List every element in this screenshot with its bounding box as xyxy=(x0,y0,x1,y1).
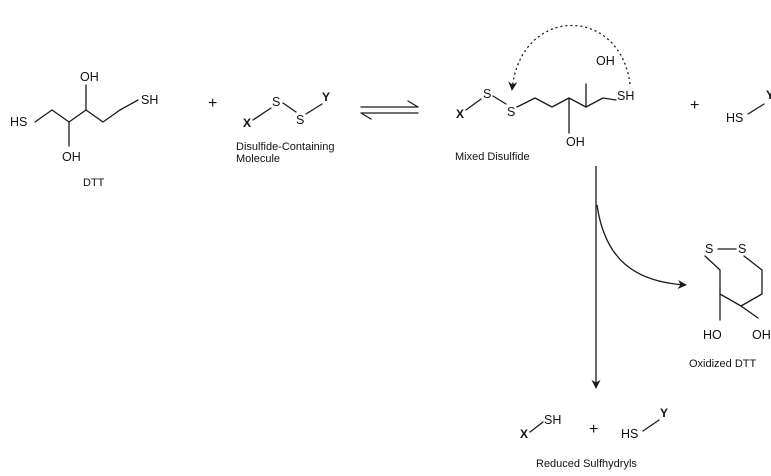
plus-sign-2: + xyxy=(690,97,699,114)
hs-y-bond xyxy=(747,103,765,115)
dtt-skeleton xyxy=(34,109,121,123)
plus-sign-1: + xyxy=(208,95,217,112)
disulfide-caption-1: Disulfide-Containing xyxy=(236,141,334,153)
plus-sign-3: + xyxy=(589,421,598,438)
disulfide-s2-label: S xyxy=(296,113,304,127)
hs-y-y-label: Y xyxy=(766,88,771,102)
dtt-oh-bottom-label: OH xyxy=(62,150,81,164)
side-release-arrow xyxy=(596,204,687,290)
mixed-oh-top-label: OH xyxy=(596,54,615,68)
mixed-s-s-bond xyxy=(492,95,507,105)
product-x-label: X xyxy=(520,427,528,441)
hs-y-molecule: HS Y xyxy=(726,88,771,125)
dtt-sh-label: SH xyxy=(141,93,158,107)
disulfide-s-y-bond xyxy=(305,103,323,115)
dtt-molecule: HS OH SH OH DTT xyxy=(10,70,158,189)
oxidized-ring xyxy=(704,248,763,307)
mixed-x-label: X xyxy=(456,107,464,121)
disulfide-x-s-bond xyxy=(252,107,272,121)
dtt-oh-top-label: OH xyxy=(80,70,99,84)
mixed-x-s-bond xyxy=(465,98,482,111)
oxidized-dtt-molecule: S S HO OH Oxidized DTT xyxy=(689,242,771,370)
products: X SH + HS Y Reduced Sulfhydryls xyxy=(520,406,668,470)
mixed-disulfide-molecule: X S S OH SH OH Mixed Disulfide xyxy=(455,24,634,163)
product-hs-y-bond xyxy=(642,419,660,432)
disulfide-s-s-bond xyxy=(282,102,297,113)
mixed-s1-label: S xyxy=(483,87,491,101)
dtt-sh-bond xyxy=(119,99,139,111)
mixed-skeleton xyxy=(516,97,617,108)
products-caption: Reduced Sulfhydryls xyxy=(536,458,637,470)
mixed-caption: Mixed Disulfide xyxy=(455,151,530,163)
disulfide-caption-2: Molecule xyxy=(236,153,280,165)
equilibrium-arrow xyxy=(360,100,419,120)
disulfide-molecule: X S S Y Disulfide-Containing Molecule xyxy=(236,90,334,165)
oxidized-caption: Oxidized DTT xyxy=(689,358,757,370)
oxidized-oh-label: OH xyxy=(752,328,771,342)
oxidized-ho-label: HO xyxy=(703,328,722,342)
disulfide-s1-label: S xyxy=(272,95,280,109)
product-y-label: Y xyxy=(660,406,668,420)
mixed-oh-bottom-label: OH xyxy=(566,135,585,149)
intramolecular-attack-arrow xyxy=(508,24,631,91)
product-x-sh-bond xyxy=(529,421,544,433)
mixed-sh-label: SH xyxy=(617,89,634,103)
dtt-caption: DTT xyxy=(83,177,105,189)
product-sh-label: SH xyxy=(544,413,561,427)
hs-y-hs-label: HS xyxy=(726,111,743,125)
forward-half-arrow xyxy=(360,100,419,108)
oxidized-s1-label: S xyxy=(705,242,713,256)
product-hs-label: HS xyxy=(621,427,638,441)
oxidized-oh-bond xyxy=(740,305,759,319)
disulfide-y-label: Y xyxy=(322,90,330,104)
reverse-half-arrow xyxy=(360,112,419,120)
disulfide-x-label: X xyxy=(243,116,251,130)
dtt-hs-label: HS xyxy=(10,115,27,129)
mixed-s2-label: S xyxy=(507,105,515,119)
oxidized-s2-label: S xyxy=(738,242,746,256)
